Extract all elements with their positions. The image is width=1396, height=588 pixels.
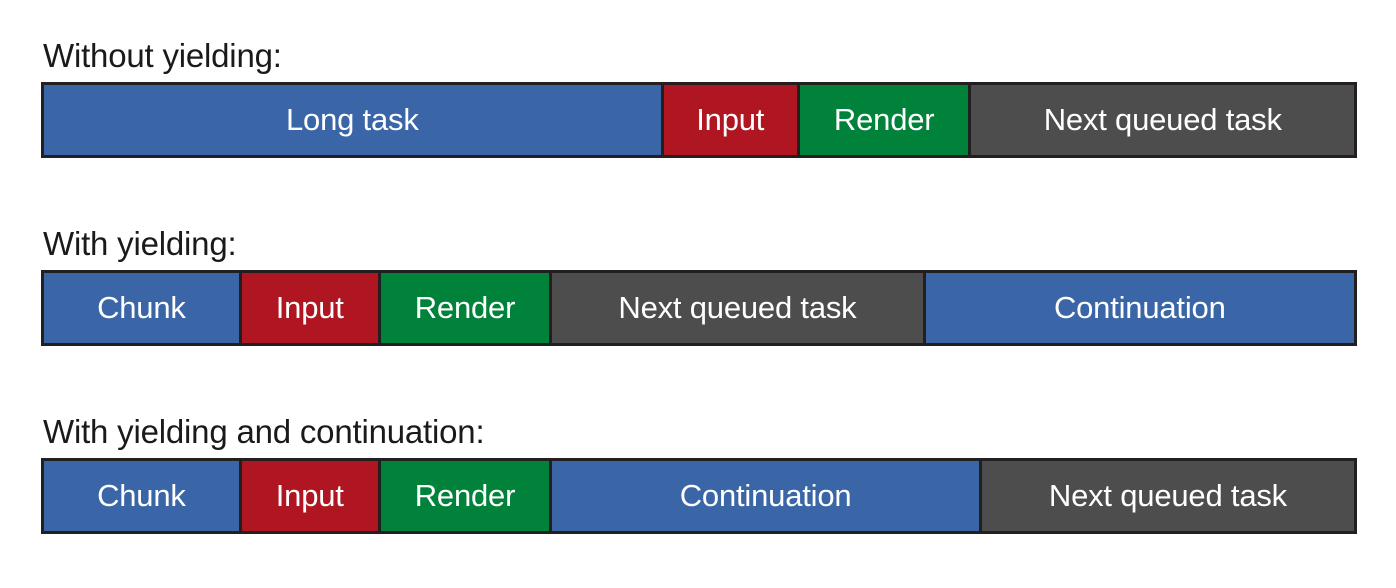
timeline-segment-label: Input — [275, 478, 344, 513]
timeline-segment: Render — [380, 461, 553, 531]
timeline-segment: Next queued task — [552, 273, 926, 343]
section-label: With yielding: — [43, 225, 237, 262]
timeline-section-without-yielding: Without yielding: Long task Input Render Ne… — [41, 36, 1357, 158]
timeline-segment-label: Continuation — [1053, 290, 1226, 325]
timeline-segment-label: Next queued task — [1043, 102, 1282, 137]
timeline-section-with-yielding: With yielding: Chunk Input Render Next queu… — [41, 224, 1357, 346]
timeline-segment-label: Render — [414, 478, 516, 513]
timeline-segment-label: Long task — [285, 102, 419, 137]
timeline-segment: Continuation — [925, 273, 1354, 343]
timeline-segment: Chunk — [44, 273, 242, 343]
timeline-segment-label: Next queued task — [618, 290, 857, 325]
timeline-segment-label: Render — [833, 102, 935, 137]
timeline-section-with-yielding-and-continuation: With yielding and continuation: Chunk Inp… — [41, 412, 1357, 534]
timeline-bar: Long task Input Render Next queued task — [41, 82, 1357, 158]
timeline-segment: Continuation — [552, 461, 982, 531]
timeline-segment-label: Chunk — [97, 290, 186, 325]
timeline-segment-label: Render — [414, 290, 516, 325]
timeline-segment: Long task — [44, 85, 664, 155]
timeline-segment: Input — [241, 273, 381, 343]
timeline-segment: Next queued task — [971, 85, 1354, 155]
section-label: Without yielding: — [43, 37, 282, 74]
timeline-segment: Render — [380, 273, 553, 343]
timeline-bar: Chunk Input Render Continuation Next queued … — [41, 458, 1357, 534]
timeline-segment-label: Input — [696, 102, 765, 137]
timeline-segment: Chunk — [44, 461, 242, 531]
timeline-segment-label: Next queued task — [1048, 478, 1287, 513]
timeline-segment-label: Continuation — [679, 478, 852, 513]
timeline-segment: Render — [799, 85, 972, 155]
timeline-segment-label: Chunk — [97, 478, 186, 513]
section-label: With yielding and continuation: — [43, 413, 485, 450]
timeline-segment-label: Input — [275, 290, 344, 325]
timeline-segment: Input — [663, 85, 800, 155]
timeline-segment: Input — [241, 461, 381, 531]
timeline-bar: Chunk Input Render Next queued task Continua… — [41, 270, 1357, 346]
timeline-segment: Next queued task — [981, 461, 1354, 531]
